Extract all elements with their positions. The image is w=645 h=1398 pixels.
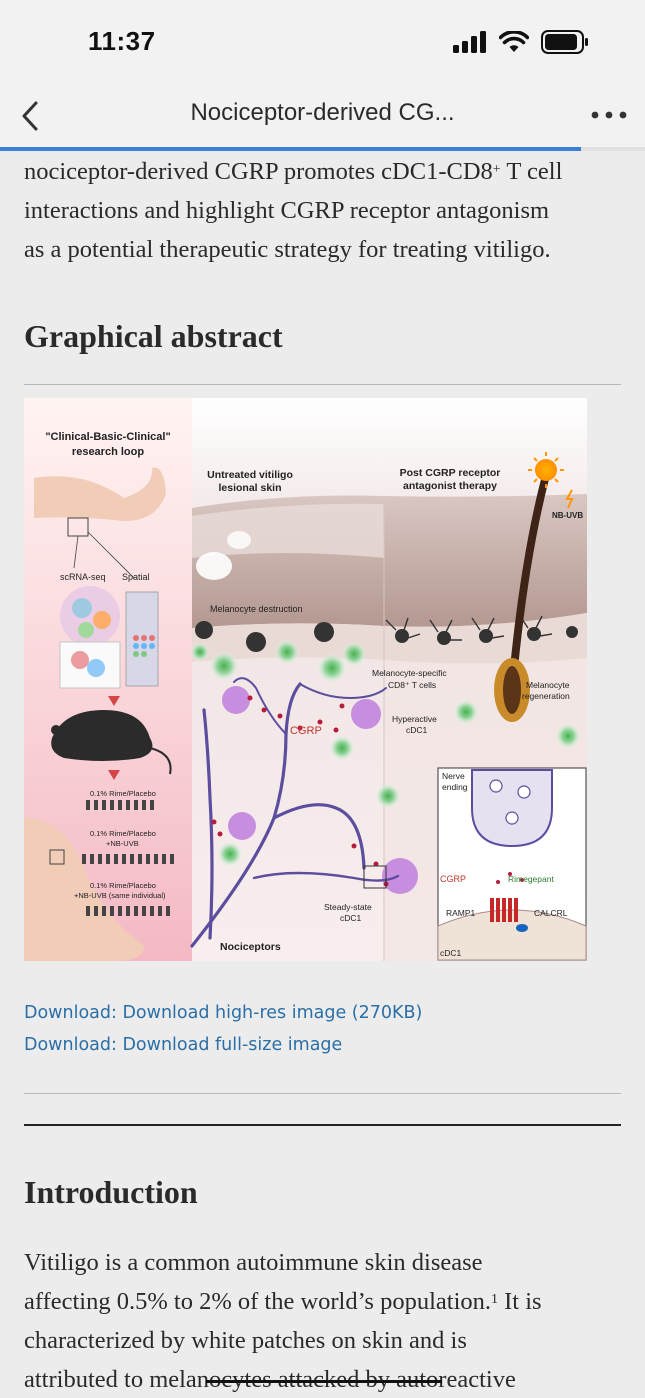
patient-icons (82, 800, 174, 916)
figure-label: Melanocyte-specific (372, 668, 447, 678)
battery-icon (541, 30, 588, 54)
back-button[interactable] (10, 96, 50, 136)
figure-label: Steady-state (324, 902, 372, 912)
arm-illustration (34, 467, 166, 521)
sun-icon (535, 459, 557, 481)
back-chevron-icon (22, 101, 38, 131)
introduction-heading: Introduction (24, 1174, 198, 1210)
mouse-illustration (51, 710, 153, 761)
nociceptor-fibers (190, 677, 400, 948)
abstract-line-1-end: T cell (500, 158, 563, 185)
abstract-paragraph: nociceptor-derived CGRP promotes cDC1-CD… (24, 152, 624, 269)
figure-label: 0.1% Rime/Placebo (90, 881, 156, 890)
article-body: nociceptor-derived CGRP promotes cDC1-CD… (24, 150, 624, 385)
more-dots-icon (591, 111, 627, 119)
nav-bar: Nociceptor-derived CG... (0, 84, 645, 150)
figure-label: NB-UVB (552, 511, 583, 520)
intro-line-3: characterized by white patches on skin a… (24, 1327, 467, 1354)
figure-label: Hyperactive (392, 714, 437, 724)
figure-label: cDC1 (406, 725, 428, 735)
figure-label: Nociceptors (220, 941, 281, 953)
hair-icon (510, 468, 552, 668)
download-high-res-link[interactable]: Download: Download high-res image (270KB… (24, 1003, 423, 1023)
melanocytes (195, 621, 578, 652)
figure-label: RAMP1 (446, 908, 476, 918)
text-selection-bar (206, 1380, 442, 1383)
figure-label: Post CGRP receptor (400, 467, 501, 479)
status-icons (453, 30, 589, 54)
scrna-plot (60, 586, 120, 646)
figure-label: Melanocyte (526, 680, 570, 690)
page-title: Nociceptor-derived CG... (190, 99, 455, 126)
figure-label: ending (442, 782, 468, 792)
citation-superscript[interactable]: 1 (491, 1292, 498, 1307)
figure-label: CD8⁺ T cells (388, 680, 436, 690)
abstract-line-2: interactions and highlight CGRP receptor… (24, 197, 550, 224)
intro-line-4: attributed to melanocytes attacked by au… (24, 1366, 516, 1393)
figure-label: research loop (72, 446, 144, 458)
figure-label: cDC1 (440, 948, 462, 958)
hand-illustration (24, 818, 144, 961)
reading-progress-track (0, 147, 645, 151)
figure-label: Rimegepant (508, 874, 554, 884)
figure-label: Nerve (442, 771, 465, 781)
figure-label: +NB-UVB (106, 839, 139, 848)
graphical-abstract-heading: Graphical abstract (24, 318, 283, 354)
figure-label: "Clinical-Basic-Clinical" (45, 431, 170, 443)
figure-label: Melanocyte destruction (210, 604, 303, 614)
figure-label: lesional skin (218, 482, 281, 494)
figure-label: cDC1 (340, 913, 362, 923)
abstract-line-1: nociceptor-derived CGRP promotes cDC1-CD… (24, 158, 493, 185)
figure-label: Spatial (122, 572, 150, 582)
download-full-size-link[interactable]: Download: Download full-size image (24, 1035, 343, 1055)
divider (24, 384, 621, 385)
intro-line-1: Vitiligo is a common autoimmune skin dis… (24, 1249, 483, 1276)
figure-label: Untreated vitiligo (207, 469, 293, 481)
figure-label: 0.1% Rime/Placebo (90, 829, 156, 838)
status-time: 11:37 (88, 26, 156, 56)
introduction-paragraph: Vitiligo is a common autoimmune skin dis… (24, 1243, 634, 1398)
figure-label: scRNA-seq (60, 572, 106, 582)
t-cells (191, 640, 580, 866)
figure-label: antagonist therapy (403, 480, 497, 492)
superscript: + (492, 162, 501, 177)
download-links: Download: Download high-res image (270KB… (24, 1003, 624, 1055)
wifi-icon (499, 31, 529, 52)
graphical-abstract-image[interactable]: "Clinical-Basic-Clinical" research loop … (24, 398, 587, 961)
abstract-line-3: as a potential therapeutic strategy for … (24, 236, 551, 263)
intro-line-2: affecting 0.5% to 2% of the world’s popu… (24, 1288, 491, 1315)
divider (24, 1093, 621, 1094)
more-options-button[interactable] (589, 100, 629, 130)
signal-icon (453, 31, 486, 53)
intro-line-2-end: It is (498, 1288, 542, 1315)
figure-label: +NB-UVB (same individual) (74, 891, 166, 900)
section-divider (24, 1124, 621, 1126)
figure-label: 0.1% Rime/Placebo (90, 789, 156, 798)
figure-label: CGRP (440, 874, 466, 884)
figure-label: CGRP (290, 725, 322, 737)
figure-label: CALCRL (534, 908, 568, 918)
status-bar: 11:37 (0, 0, 645, 84)
reading-progress-bar (0, 147, 581, 151)
figure-label: regeneration (522, 691, 570, 701)
dendritic-cells (222, 686, 418, 894)
